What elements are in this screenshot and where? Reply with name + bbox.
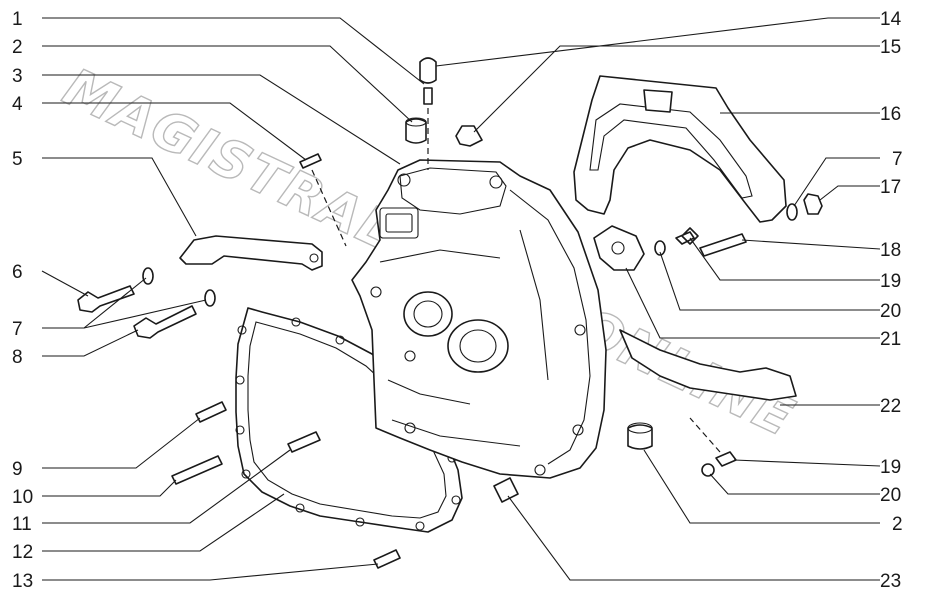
cover-plate-slot	[589, 103, 753, 199]
housing-window-inner	[385, 213, 413, 233]
washer-7c	[786, 203, 798, 221]
washer-20	[654, 240, 666, 256]
callout-label: 11	[12, 514, 32, 535]
washer-7b	[204, 289, 216, 307]
callout-label: 19	[880, 271, 901, 292]
callout-label: 2	[12, 37, 23, 58]
bushing-lower-rim	[627, 422, 653, 434]
callout-label: 9	[12, 459, 23, 480]
washer-7a	[142, 267, 154, 285]
callout-label: 21	[880, 329, 901, 350]
pin-part	[423, 87, 433, 105]
bracket-hole	[309, 253, 319, 263]
callout-label: 7	[12, 319, 23, 340]
stud-13	[373, 549, 401, 569]
bushing-top-rim	[405, 117, 427, 127]
callout-label: 10	[12, 487, 33, 508]
bearing-bore-right	[447, 319, 509, 373]
callout-label: 5	[12, 149, 23, 170]
cap-part	[419, 57, 437, 84]
clutch-housing	[351, 159, 607, 479]
callout-label: 18	[880, 240, 901, 261]
clip-part	[455, 125, 483, 147]
callout-label: 22	[880, 396, 901, 417]
housing-bosses	[370, 173, 586, 476]
assembly-path-2	[311, 169, 347, 247]
callout-label: 19	[880, 457, 901, 478]
seal-housing	[593, 225, 645, 271]
bolt-19	[675, 227, 699, 245]
leader-lines	[41, 17, 881, 581]
assembly-path-1	[689, 417, 721, 453]
callout-label: 15	[880, 37, 901, 58]
callouts-left: 1 2 3 4 5 6 7 8 9 10 11 12 13	[12, 9, 33, 592]
stud-9	[195, 401, 227, 423]
callout-label: 23	[880, 571, 901, 592]
stud-18	[699, 233, 747, 257]
stud-top	[299, 153, 322, 169]
washer-20b	[701, 463, 715, 477]
stud-10	[171, 455, 223, 485]
bushing-top	[405, 118, 427, 144]
bearing-bore-left-inner	[413, 300, 443, 328]
bracket-part	[179, 235, 323, 271]
cover-plate-tab	[643, 89, 673, 113]
bearing-bore-left	[403, 291, 453, 337]
housing-flange	[509, 189, 591, 465]
callout-label: 14	[880, 9, 902, 30]
callout-label: 13	[12, 571, 33, 592]
callout-label: 17	[880, 177, 901, 198]
callouts-right: 14 15 16 7 17 18 19 20 21 22 19 20 2 23	[880, 9, 903, 592]
housing-ribs	[379, 229, 549, 447]
gasket	[235, 307, 463, 533]
bearing-bore-right-inner	[459, 329, 497, 363]
callout-label: 8	[12, 347, 23, 368]
stud-23	[493, 477, 519, 503]
callout-label: 3	[12, 66, 23, 87]
nut-17	[803, 193, 823, 215]
stud-11	[287, 431, 321, 453]
seal-hole	[611, 241, 625, 255]
callout-label: 7	[892, 149, 903, 170]
callout-label: 4	[12, 94, 23, 115]
cover-plate	[573, 75, 787, 223]
callout-label: 16	[880, 104, 901, 125]
callout-label: 12	[12, 542, 33, 563]
callout-label: 6	[12, 262, 23, 283]
callout-label: 1	[12, 9, 23, 30]
callout-label: 20	[880, 485, 901, 506]
callout-label: 2	[892, 514, 903, 535]
bolt-19b	[715, 451, 737, 467]
housing-window	[379, 207, 419, 239]
housing-rib-top	[399, 167, 507, 215]
shield-part	[619, 329, 797, 401]
callout-label: 20	[880, 301, 901, 322]
bolt-6	[77, 285, 135, 313]
bolt-8	[133, 305, 197, 339]
bushing-lower	[627, 424, 653, 450]
